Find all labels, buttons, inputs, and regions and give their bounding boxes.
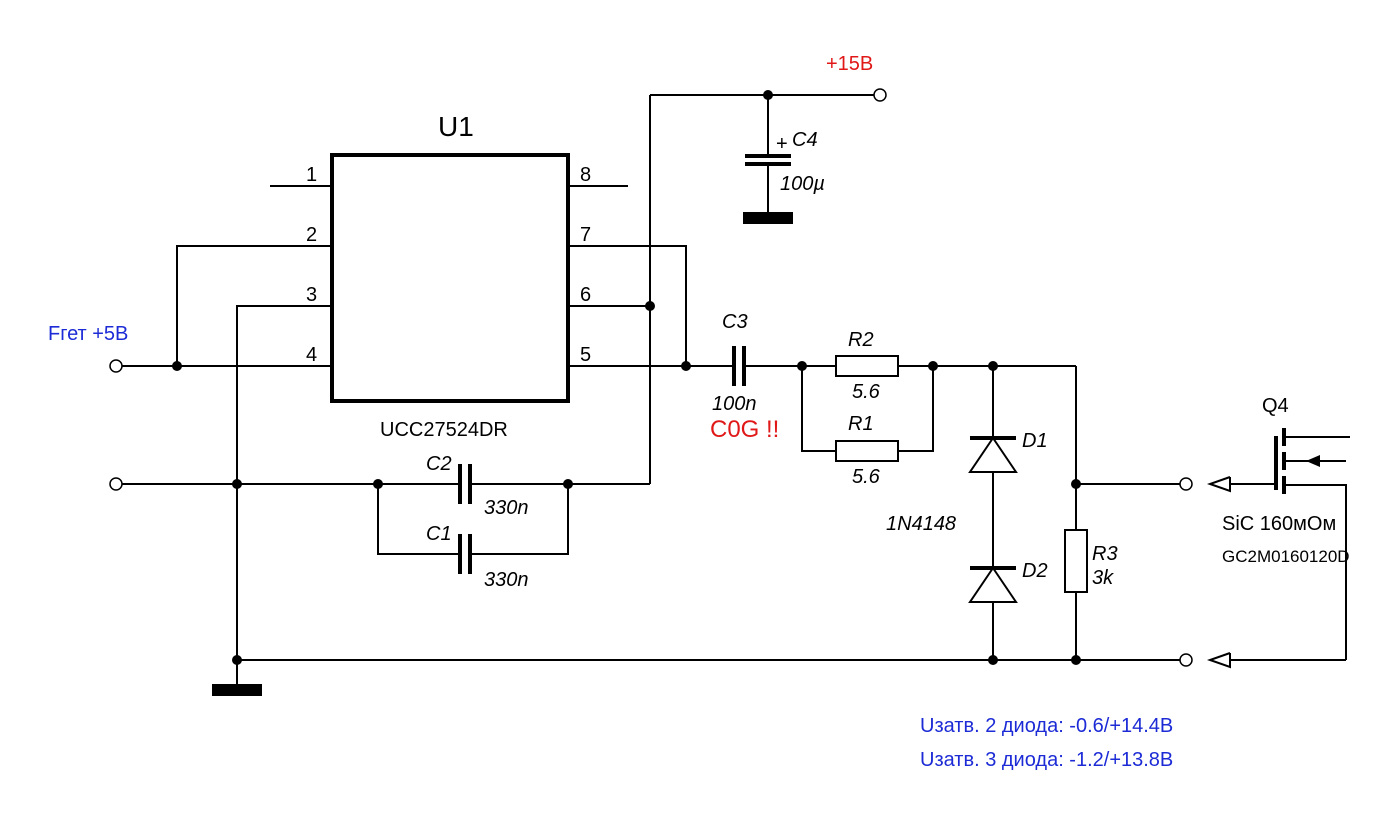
output-stage: C3 100n C0G !!	[568, 245, 836, 443]
c2-value: 330n	[484, 497, 529, 519]
pin-5-label: 5	[580, 344, 591, 366]
ic-u1: U1 UCC27524DR 1 2 3 4 8 7 6 5	[270, 111, 628, 441]
clamp-diodes: D1 D2 1N4148	[886, 361, 1048, 665]
pin-1-label: 1	[306, 164, 317, 186]
pin-2-label: 2	[306, 224, 317, 246]
c4-value: 100µ	[780, 173, 825, 195]
note-two-diodes: Uзатв. 2 диода: -0.6/+14.4В	[920, 715, 1173, 737]
ground-symbol	[212, 684, 262, 696]
mosfet-q4: Q4 SiC 160мОм GC2M0160120D	[1179, 395, 1350, 669]
c3-ref: C3	[722, 311, 748, 333]
junction-dot	[988, 655, 998, 665]
junction-dot	[563, 479, 573, 489]
pin-7-label: 7	[580, 224, 591, 246]
r3-body	[1064, 529, 1088, 593]
note-three-diodes: Uзатв. 3 диода: -1.2/+13.8В	[920, 749, 1173, 771]
d1-symbol	[968, 436, 1018, 473]
d2-symbol	[968, 566, 1018, 603]
d2-ref: D2	[1022, 560, 1048, 582]
pin-4-label: 4	[306, 344, 317, 366]
r2-value: 5.6	[852, 381, 881, 403]
pin-6-label: 6	[580, 284, 591, 306]
d1-ref: D1	[1022, 430, 1048, 452]
q4-ref: Q4	[1262, 395, 1289, 417]
c3-value: 100n	[712, 393, 757, 415]
input-label: Fгет +5В	[48, 323, 128, 345]
supply-rail: +15В + C4 100µ	[568, 53, 887, 484]
decoupling-caps: C2 330n C1 330n	[373, 453, 650, 591]
supply-label: +15В	[826, 53, 873, 75]
c1-ref: C1	[426, 523, 452, 545]
r2-body	[835, 355, 899, 377]
ic-u1-part: UCC27524DR	[380, 419, 508, 441]
voltage-notes: Uзатв. 2 диода: -0.6/+14.4В Uзатв. 3 дио…	[920, 715, 1173, 771]
r1-value: 5.6	[852, 466, 881, 488]
junction-dot	[232, 655, 242, 665]
junction-dot	[681, 361, 691, 371]
input-terminal	[109, 359, 123, 373]
junction-dot	[232, 479, 242, 489]
r1-ref: R1	[848, 413, 874, 435]
ground-wiring	[109, 305, 1180, 696]
gate-terminal	[1179, 477, 1193, 491]
c4-ref: C4	[792, 129, 818, 151]
ic-u1-body	[330, 153, 570, 403]
diode-part: 1N4148	[886, 513, 956, 535]
c4-ground-symbol	[743, 212, 793, 224]
c4-polarity: +	[776, 133, 788, 155]
c1-value: 330n	[484, 569, 529, 591]
body-arrow	[1306, 455, 1320, 467]
r2-ref: R2	[848, 329, 874, 351]
junction-dot	[645, 301, 655, 311]
q4-desc: SiC 160мОм	[1222, 513, 1336, 535]
r3-value: 3k	[1092, 567, 1114, 589]
c3-note: C0G !!	[710, 416, 779, 443]
q4-part: GC2M0160120D	[1222, 547, 1350, 566]
source-terminal	[1179, 653, 1193, 667]
pin-8-label: 8	[580, 164, 591, 186]
c2-ref: C2	[426, 453, 452, 475]
junction-dot	[1071, 655, 1081, 665]
supply-terminal	[873, 88, 887, 102]
gate-resistors: R2 5.6 R1 5.6	[797, 329, 1076, 488]
r3-ref: R3	[1092, 543, 1118, 565]
pin-3-label: 3	[306, 284, 317, 306]
junction-dot	[373, 479, 383, 489]
ic-u1-ref: U1	[438, 111, 474, 142]
ground-terminal-left	[109, 477, 123, 491]
junction-dot	[172, 361, 182, 371]
r1-body	[835, 440, 899, 462]
junction-dot	[928, 361, 938, 371]
gate-pulldown: R3 3k	[1064, 366, 1180, 665]
input-wiring: Fгет +5В	[48, 245, 270, 373]
